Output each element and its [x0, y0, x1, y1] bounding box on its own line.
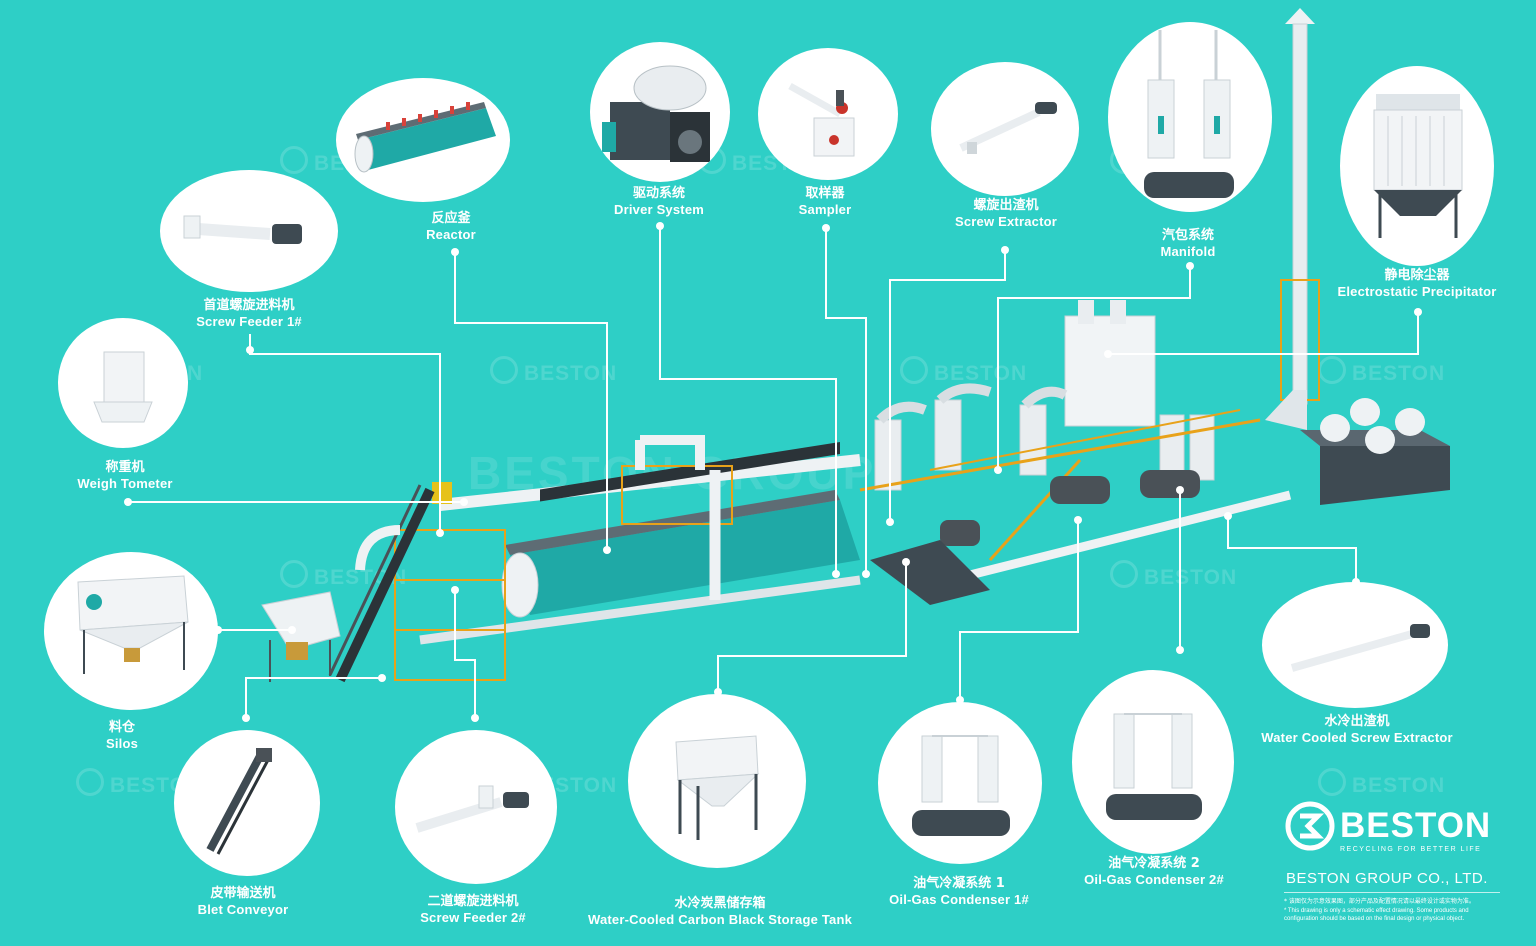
label-oil-gas-condenser-1: 油气冷凝系统 1 Oil-Gas Condenser 1# [889, 876, 1029, 907]
tank-dome [1395, 408, 1425, 436]
reactor-head [501, 552, 539, 618]
label-silos: 料仓 Silos [105, 720, 139, 751]
label-carbon-black-tank: 水冷炭黑储存箱 Water-Cooled Carbon Black Storag… [587, 896, 853, 927]
feeder-tower [394, 529, 506, 681]
chimney-cap [1285, 8, 1315, 24]
brand-tagline: RECYCLING FOR BETTER LIFE [1340, 846, 1482, 853]
brand-name: BESTON [1340, 806, 1492, 845]
label-screw-feeder-1: 首道螺旋进料机 Screw Feeder 1# [196, 298, 302, 329]
watermark: BESTON [1318, 768, 1445, 798]
tank-dome [1320, 414, 1350, 442]
label-electrostatic-precipitator: 静电除尘器 Electrostatic Precipitator [1337, 268, 1497, 299]
feeder1-thumbnail [160, 170, 338, 292]
condenser-column [1189, 414, 1215, 481]
tank-dome [1350, 398, 1380, 426]
condenser-column [874, 419, 902, 491]
reactor-thumbnail [336, 78, 510, 202]
label-screw-feeder-2: 二道螺旋进料机 Screw Feeder 2# [420, 894, 526, 925]
company-name: BESTON GROUP CO., LTD. [1286, 870, 1488, 887]
label-water-cooled-screw-extractor: 水冷出渣机 Water Cooled Screw Extractor [1261, 714, 1453, 745]
weigh-hopper [432, 482, 452, 504]
brand-block: BESTON RECYCLING FOR BETTER LIFE BESTON … [1276, 796, 1508, 946]
esp-body [1064, 315, 1156, 427]
disclaimer-en-1: * This drawing is only a schematic effec… [1284, 908, 1469, 914]
chimney [1292, 23, 1308, 405]
screw-extractor-thumbnail [931, 62, 1079, 196]
label-sampler: 取样器 Sampler [798, 186, 852, 217]
watermark: BESTON [1318, 356, 1445, 386]
water-pool [1320, 446, 1450, 505]
esp-stack [1078, 300, 1094, 324]
manifold-thumbnail [1108, 22, 1272, 212]
driver-thumbnail [590, 42, 730, 182]
oil-tank [1140, 470, 1200, 498]
label-driver-system: 驱动系统 Driver System [613, 186, 705, 217]
silos-thumbnail [44, 552, 218, 710]
chimney-base [1265, 390, 1307, 430]
feeder2-thumbnail [395, 730, 557, 884]
water-extractor-thumbnail [1262, 582, 1448, 708]
carbon-pit [870, 540, 990, 605]
condenser2-thumbnail [1072, 670, 1234, 854]
silo-hopper [261, 591, 341, 651]
label-screw-extractor: 螺旋出渣机 Screw Extractor [955, 198, 1057, 229]
tank-dome [1365, 426, 1395, 454]
disclaimer-en-2: configuration should be based on the fin… [1284, 916, 1465, 922]
label-belt-conveyor: 皮带输送机 Blet Conveyor [197, 886, 289, 917]
condenser1-thumbnail [878, 702, 1042, 864]
carbon-tank-thumbnail [628, 694, 806, 868]
esp-stack [1110, 300, 1126, 324]
sampler-thumbnail [758, 48, 898, 180]
beston-logo-icon [1285, 801, 1335, 851]
label-weigh-tometer: 称重机 Weigh Tometer [77, 460, 173, 491]
watermark: BESTON [1110, 560, 1237, 590]
oil-tank [940, 520, 980, 546]
label-oil-gas-condenser-2: 油气冷凝系统 2 Oil-Gas Condenser 2# [1084, 856, 1224, 887]
belt-thumbnail [174, 730, 320, 876]
oil-tank [1050, 476, 1110, 504]
disclaimer-cn: * 该图仅为示意效果图，部分产品及配置情况请以最终设计或实物为准。 [1284, 898, 1475, 905]
esp-thumbnail [1340, 66, 1494, 266]
weigh-thumbnail [58, 318, 188, 448]
divider [1284, 892, 1500, 893]
label-manifold: 汽包系统 Manifold [1160, 228, 1216, 259]
condenser-column [1019, 404, 1047, 476]
condenser-column [934, 399, 962, 471]
label-reactor: 反应釜 Reactor [426, 211, 476, 242]
